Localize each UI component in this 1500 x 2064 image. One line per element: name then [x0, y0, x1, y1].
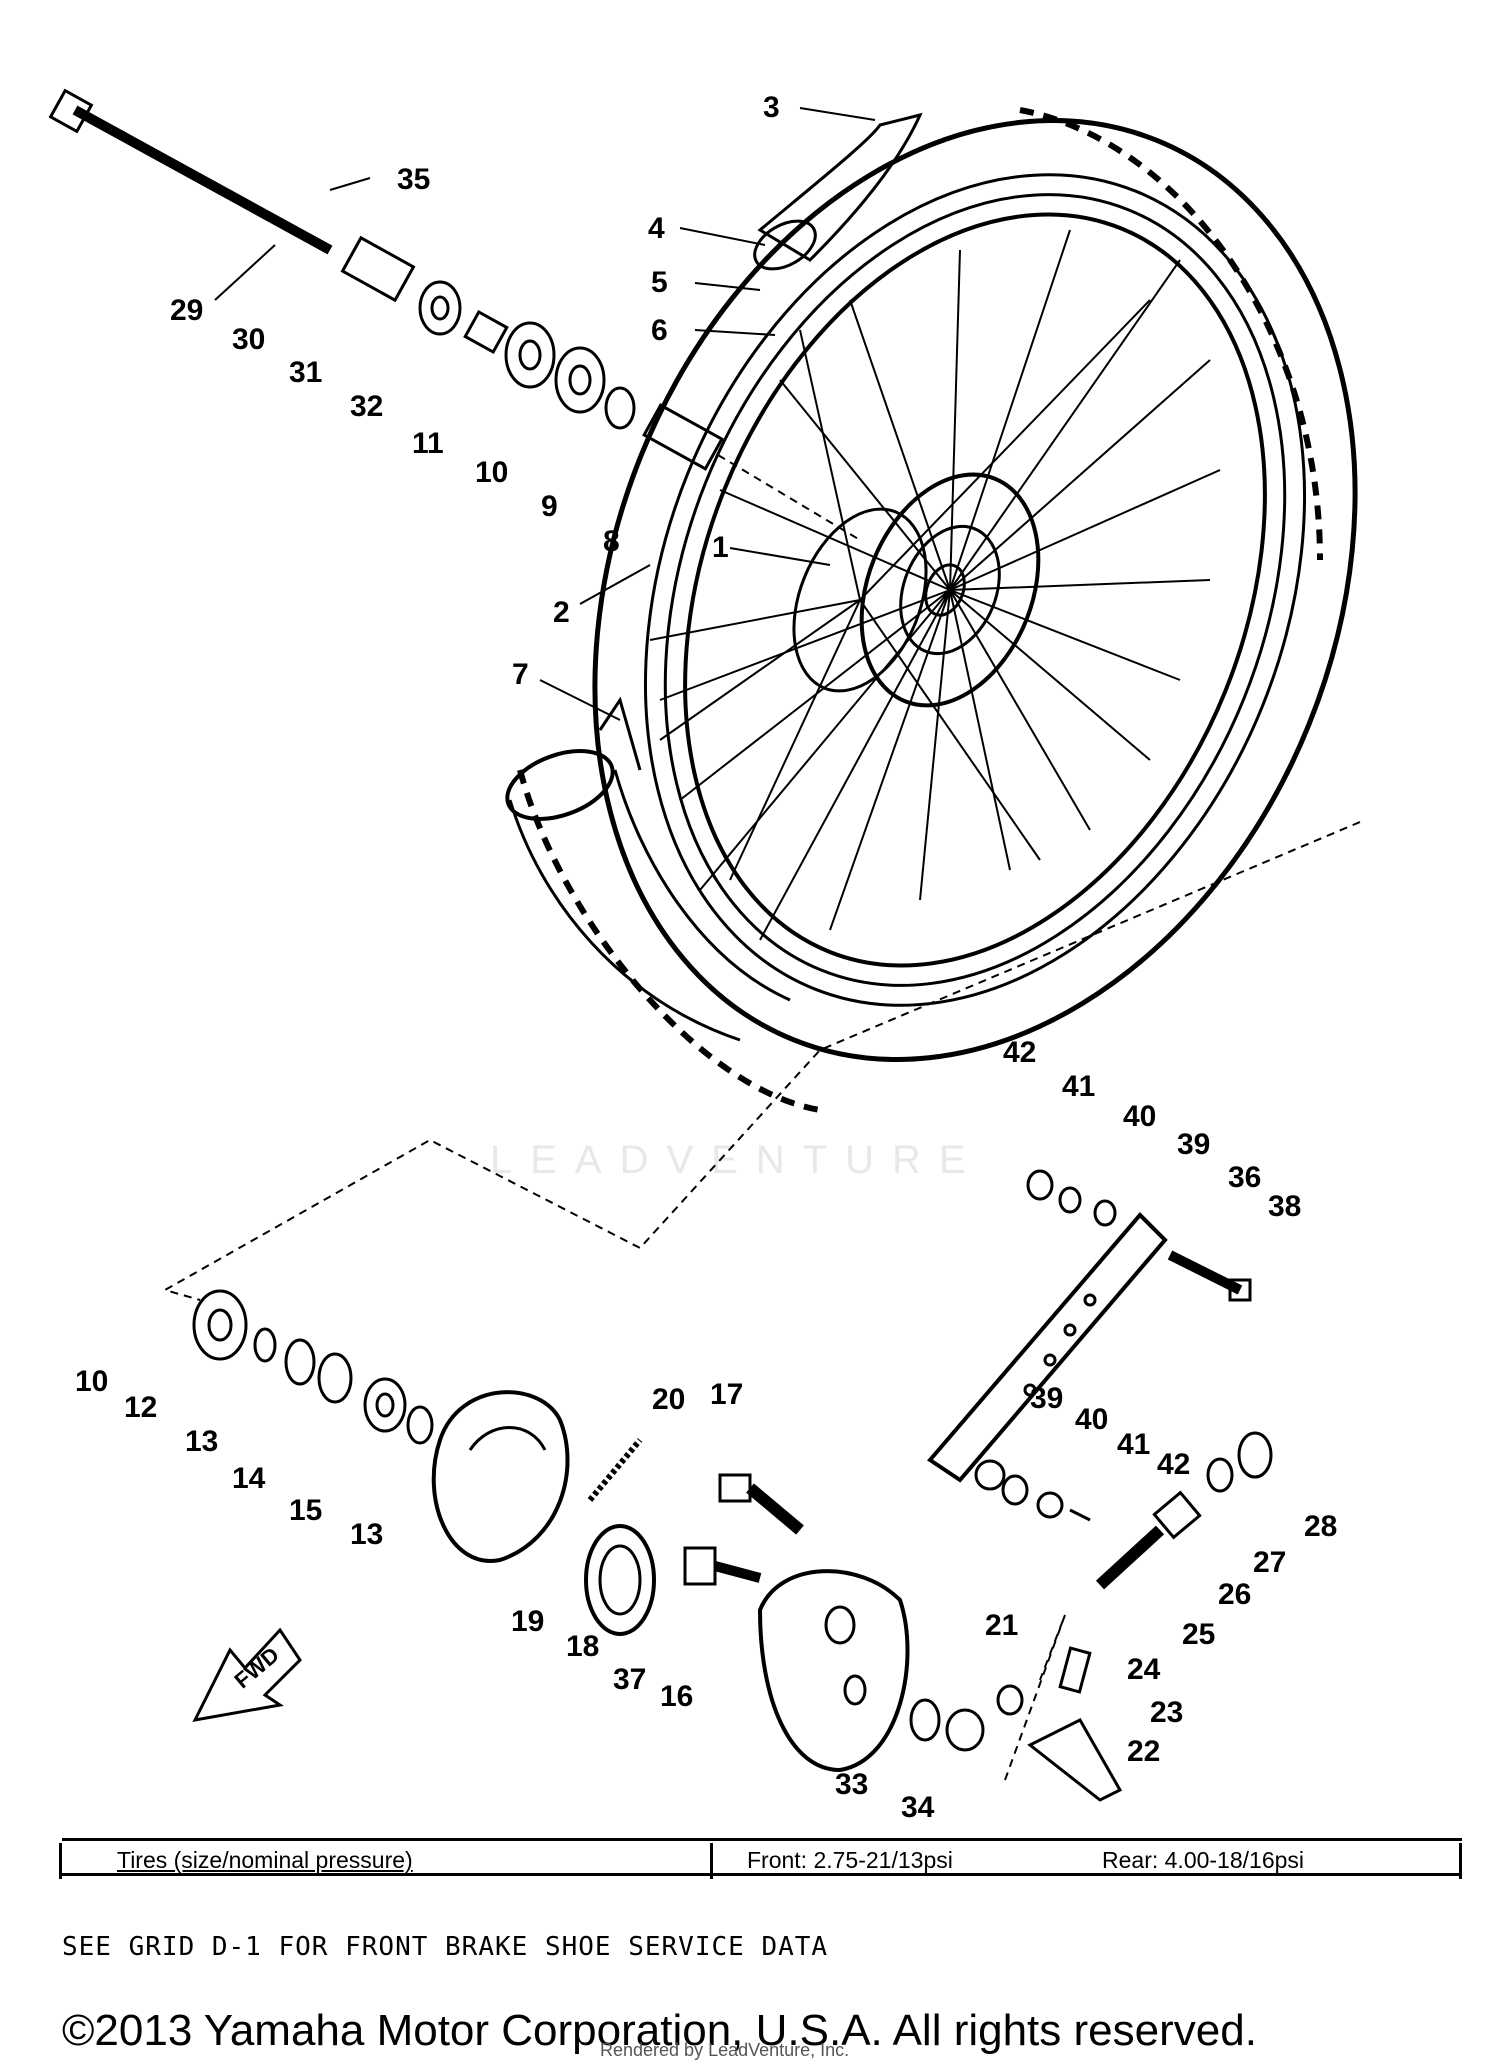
- part-callout: 42: [1157, 1448, 1191, 1481]
- part-callout: 30: [232, 323, 266, 356]
- part-callout: 31: [289, 356, 323, 389]
- torque-rod-hardware-lower: [974, 1459, 1091, 1522]
- part-callout: 28: [1304, 1510, 1338, 1543]
- tire-spec-front: Front: 2.75-21/13psi: [747, 1847, 953, 1873]
- part-callout: 27: [1253, 1546, 1287, 1579]
- seal: [584, 1524, 656, 1636]
- part-callout: 4: [648, 212, 665, 245]
- tire-spec-table: Tires (size/nominal pressure) Front: 2.7…: [59, 1838, 1462, 1879]
- part-callout: 2: [553, 596, 570, 629]
- part-callout: 23: [1150, 1696, 1184, 1729]
- part-callout: 5: [651, 266, 668, 299]
- torque-rod-hardware-upper: [1026, 1169, 1252, 1302]
- part-callout: 33: [835, 1768, 869, 1801]
- spokes: [649, 229, 1221, 941]
- part-callout: 39: [1177, 1128, 1211, 1161]
- part-callout: 21: [985, 1609, 1019, 1642]
- front-wheel-exploded-diagram: [48, 88, 1361, 1802]
- part-callout: 22: [1127, 1735, 1161, 1768]
- part-callout: 1: [712, 531, 729, 564]
- lower-bearing-stack: [192, 1289, 434, 1445]
- cable-adjuster-right: [1095, 1431, 1273, 1590]
- leadventure-watermark: LEADVENTURE: [490, 1138, 984, 1182]
- part-callout: 16: [660, 1680, 694, 1713]
- part-callout: 10: [475, 456, 509, 489]
- part-callout: 29: [170, 294, 204, 327]
- part-callout: 18: [566, 1630, 600, 1663]
- cable-adjuster-17: [718, 1473, 804, 1535]
- rim: [683, 212, 1267, 968]
- tire-spec-rear: Rear: 4.00-18/16psi: [1102, 1847, 1305, 1873]
- fwd-arrow: [192, 1627, 302, 1722]
- service-note: SEE GRID D-1 FOR FRONT BRAKE SHOE SERVIC…: [62, 1932, 829, 1962]
- part-callout: 20: [652, 1383, 686, 1416]
- part-callout: 11: [412, 427, 444, 460]
- leader-lines: [214, 107, 876, 721]
- part-callout: 13: [350, 1518, 384, 1551]
- part-callout: 36: [1228, 1161, 1262, 1194]
- rendered-by-credit: Rendered by LeadVenture, Inc.: [600, 2040, 850, 2060]
- part-callout: 40: [1075, 1403, 1109, 1436]
- part-callout: 9: [541, 490, 558, 523]
- part-callout: 34: [901, 1791, 935, 1824]
- part-callout: 7: [512, 658, 529, 691]
- part-callout: 14: [232, 1462, 266, 1495]
- part-callout: 32: [350, 390, 384, 423]
- part-callout: 41: [1062, 1070, 1096, 1103]
- axle: [48, 88, 333, 255]
- tube-cutaway: [505, 696, 791, 1042]
- brake-camshaft: [683, 1546, 762, 1586]
- table-divider: [710, 1843, 713, 1879]
- part-callout: 24: [1127, 1653, 1161, 1686]
- part-callout: 3: [763, 91, 780, 124]
- part-callout: 38: [1268, 1190, 1302, 1223]
- part-callout: 25: [1182, 1618, 1216, 1651]
- table-border-left: [59, 1843, 62, 1879]
- axle-nut-washer: [909, 1698, 985, 1752]
- part-callout: 13: [185, 1425, 219, 1458]
- tire: [517, 107, 1358, 1113]
- part-callout: 35: [397, 163, 431, 196]
- part-callout: 39: [1030, 1382, 1064, 1415]
- part-callout: 10: [75, 1365, 109, 1398]
- assembly-lines: [162, 454, 1361, 1781]
- part-callout: 12: [124, 1391, 158, 1424]
- part-callout: 42: [1003, 1036, 1037, 1069]
- part-callout: 19: [511, 1605, 545, 1638]
- brake-shoes: [431, 1390, 570, 1563]
- upper-bearing-stack: [340, 235, 724, 471]
- rim-band: [753, 112, 923, 271]
- brake-plate: [757, 1569, 910, 1773]
- tire-spec-label: Tires (size/nominal pressure): [117, 1847, 413, 1873]
- part-callout: 8: [603, 525, 620, 558]
- part-callout: 37: [613, 1663, 647, 1696]
- part-callout: 6: [651, 314, 668, 347]
- copyright: ©2013 Yamaha Motor Corporation, U.S.A. A…: [62, 2006, 1257, 2055]
- part-callout: 40: [1123, 1100, 1157, 1133]
- part-callout: 15: [289, 1494, 323, 1527]
- brake-arm: [996, 1646, 1123, 1802]
- return-spring: [587, 1438, 643, 1502]
- hub: [792, 472, 1041, 708]
- part-callout: 17: [710, 1378, 744, 1411]
- part-callout: 26: [1218, 1578, 1252, 1611]
- table-border-right: [1459, 1843, 1462, 1879]
- part-callout: 41: [1117, 1428, 1151, 1461]
- torque-rod: [927, 1212, 1168, 1483]
